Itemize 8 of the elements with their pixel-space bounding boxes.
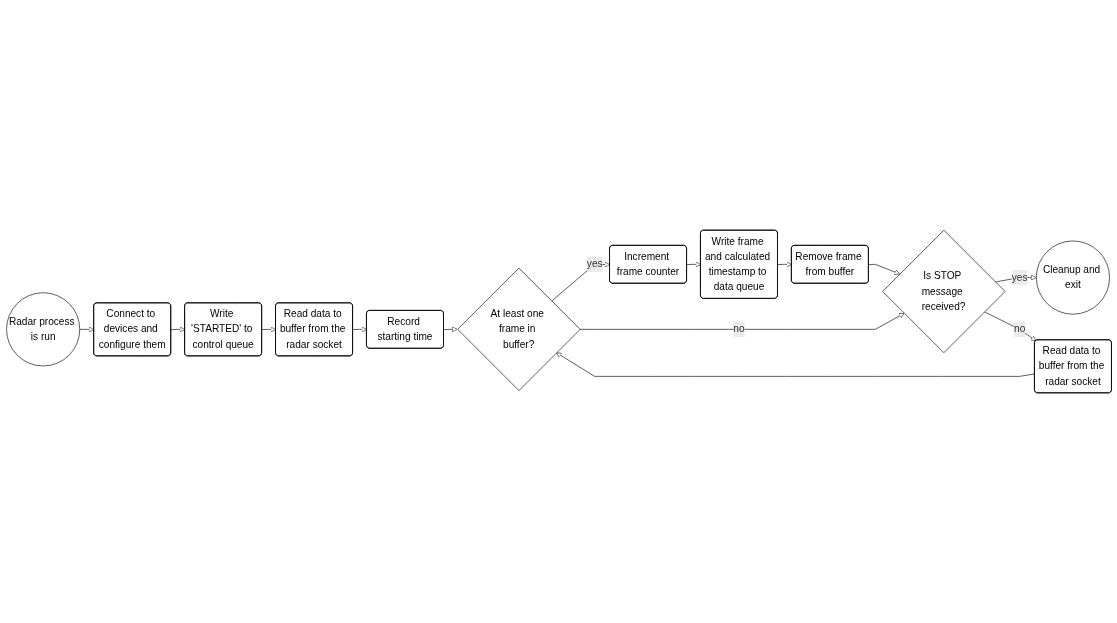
edge-label: no — [732, 323, 745, 335]
node-circle: Cleanup and exit — [1035, 240, 1110, 315]
node-circle: Radar process is run — [5, 292, 80, 367]
edge-label: yes — [1011, 271, 1027, 283]
node-diamond: Is STOP message received? — [881, 229, 1005, 353]
edge-label: yes — [586, 258, 603, 270]
node-diamond: At least one frame in buffer? — [456, 267, 581, 391]
edge-label: no — [1013, 323, 1025, 335]
